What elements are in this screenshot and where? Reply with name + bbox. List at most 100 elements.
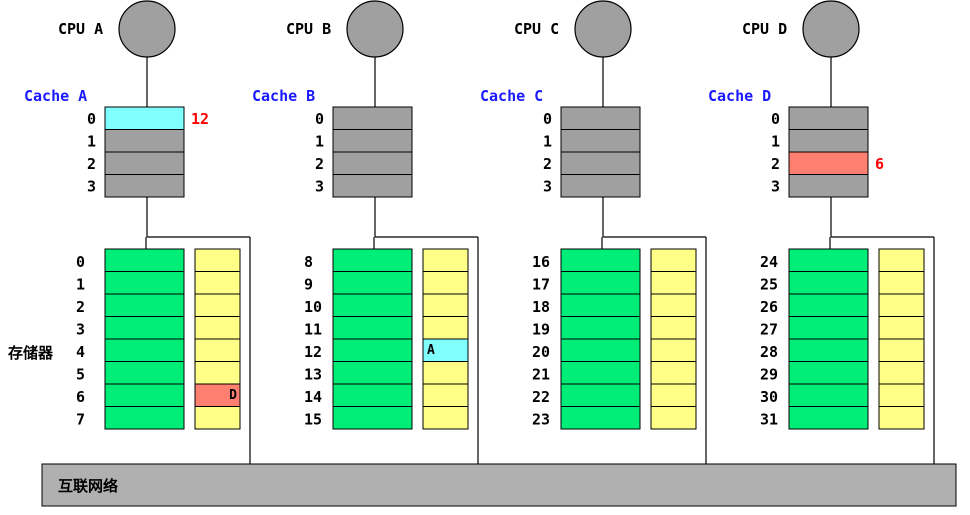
directory-entry (422, 361, 469, 385)
memory-block (104, 248, 185, 272)
cache-line-index: 1 (543, 133, 552, 151)
memory-address: 4 (76, 343, 85, 361)
memory-address: 5 (76, 366, 85, 384)
cache-line-index: 2 (771, 155, 780, 173)
cache-line-index: 3 (87, 178, 96, 196)
directory-entry (422, 271, 469, 295)
memory-address: 30 (760, 388, 778, 406)
memory-address: 27 (760, 321, 778, 339)
memory-block (560, 248, 641, 272)
memory-address: 13 (304, 366, 322, 384)
memory-address: 1 (76, 276, 85, 294)
directory-entry (650, 271, 697, 295)
memory-block (332, 383, 413, 407)
memory-address: 22 (532, 388, 550, 406)
cache-line (104, 151, 185, 175)
memory-address: 17 (532, 276, 550, 294)
cache-line-index: 0 (543, 110, 552, 128)
memory-address: 10 (304, 298, 322, 316)
memory-block (788, 338, 869, 362)
memory-address: 23 (532, 411, 550, 429)
directory-entry (878, 338, 925, 362)
memory-block (788, 361, 869, 385)
memory-address: 7 (76, 411, 85, 429)
directory-entry (422, 248, 469, 272)
cache-line (560, 129, 641, 153)
memory-block (104, 406, 185, 430)
memory-block (560, 271, 641, 295)
memory-address: 18 (532, 298, 550, 316)
directory-entry (650, 338, 697, 362)
cache-line (788, 174, 869, 198)
cache-label: Cache B (252, 87, 315, 105)
cache-line-value: 6 (875, 155, 884, 173)
cache-line-index: 0 (87, 110, 96, 128)
directory-entry (650, 406, 697, 430)
directory-entry (194, 361, 241, 385)
directory-entry (878, 361, 925, 385)
memory-block (788, 271, 869, 295)
cache-line (788, 129, 869, 153)
cache-line-index: 3 (543, 178, 552, 196)
directory-entry (878, 316, 925, 340)
memory-address: 15 (304, 411, 322, 429)
directory-entry (878, 383, 925, 407)
directory-entry (194, 406, 241, 430)
memory-block (560, 406, 641, 430)
memory-address: 19 (532, 321, 550, 339)
directory-entry (878, 271, 925, 295)
memory-block (560, 316, 641, 340)
cache-line (788, 151, 869, 175)
cache-label: Cache A (24, 87, 87, 105)
memory-address: 16 (532, 253, 550, 271)
directory-mark: A (427, 343, 435, 358)
memory-address: 3 (76, 321, 85, 339)
memory-address: 31 (760, 411, 778, 429)
directory-entry (194, 316, 241, 340)
memory-block (560, 383, 641, 407)
cpu-circle (346, 0, 404, 58)
cpu-label: CPU D (742, 20, 787, 38)
memory-block (332, 406, 413, 430)
memory-block (332, 361, 413, 385)
memory-address: 0 (76, 253, 85, 271)
memory-block (332, 338, 413, 362)
directory-entry (422, 316, 469, 340)
memory-block (104, 361, 185, 385)
directory-entry (878, 293, 925, 317)
cache-line-index: 2 (543, 155, 552, 173)
memory-block (104, 293, 185, 317)
cache-line-index: 3 (315, 178, 324, 196)
cache-line (560, 151, 641, 175)
memory-label: 存储器 (8, 344, 54, 362)
cache-line-index: 1 (315, 133, 324, 151)
cache-line (788, 106, 869, 130)
memory-address: 26 (760, 298, 778, 316)
cache-line (332, 151, 413, 175)
memory-address: 28 (760, 343, 778, 361)
memory-address: 8 (304, 253, 313, 271)
cpu-label: CPU A (58, 20, 103, 38)
cache-line-index: 0 (771, 110, 780, 128)
memory-block (788, 293, 869, 317)
memory-block (332, 293, 413, 317)
directory-entry (194, 271, 241, 295)
interconnect-network (41, 463, 957, 507)
cpu-label: CPU B (286, 20, 331, 38)
memory-block (332, 316, 413, 340)
cpu-circle (802, 0, 860, 58)
cache-line-index: 1 (771, 133, 780, 151)
cache-line-index: 2 (315, 155, 324, 173)
cache-line (332, 174, 413, 198)
memory-block (788, 248, 869, 272)
memory-block (332, 248, 413, 272)
cache-line (560, 106, 641, 130)
memory-address: 6 (76, 388, 85, 406)
cpu-label: CPU C (514, 20, 559, 38)
directory-entry (650, 248, 697, 272)
memory-address: 11 (304, 321, 322, 339)
directory-mark: D (229, 388, 237, 403)
directory-entry (650, 293, 697, 317)
directory-entry (878, 406, 925, 430)
